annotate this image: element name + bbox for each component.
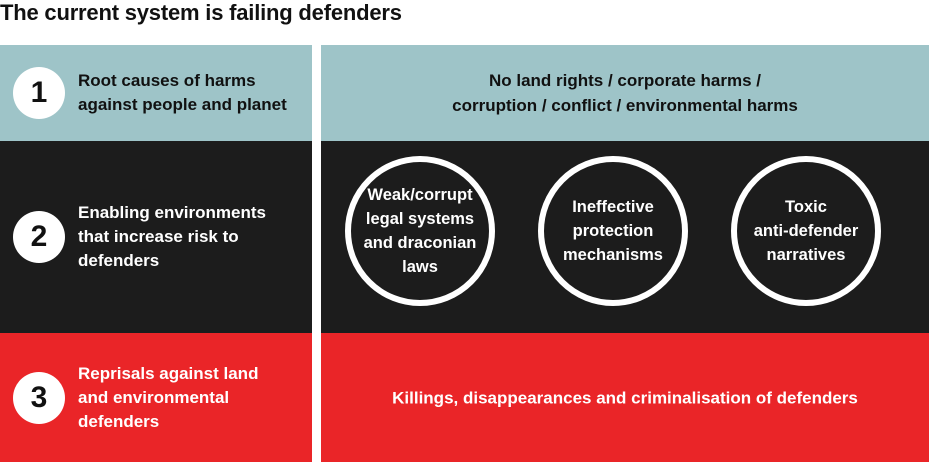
- row-root-causes: 1 Root causes of harms against people an…: [0, 45, 929, 141]
- circle-protection-mechanisms: Ineffective protection mechanisms: [538, 156, 688, 306]
- row-enabling-environments: 2 Enabling environments that increase ri…: [0, 141, 929, 333]
- row-3-left-panel: 3 Reprisals against land and environment…: [0, 333, 312, 462]
- row-2-left-panel: 2 Enabling environments that increase ri…: [0, 141, 312, 333]
- row-3-right-panel: Killings, disappearances and criminalisa…: [321, 333, 929, 462]
- row-2-right-panel: Weak/corrupt legal systems and draconian…: [321, 141, 929, 333]
- row-2-label: Enabling environments that increase risk…: [78, 203, 266, 270]
- step-number-1-badge: 1: [13, 67, 65, 119]
- circle-protection-mechanisms-text: Ineffective protection mechanisms: [563, 198, 663, 264]
- circle-toxic-narratives: Toxic anti-defender narratives: [731, 156, 881, 306]
- circle-legal-systems-text: Weak/corrupt legal systems and draconian…: [363, 186, 477, 276]
- row-reprisals: 3 Reprisals against land and environment…: [0, 333, 929, 462]
- row-3-detail: Killings, disappearances and criminalisa…: [392, 388, 858, 407]
- step-number-3-badge: 3: [13, 371, 65, 424]
- diagram-title: The current system is failing defenders: [0, 0, 402, 25]
- row-1-right-panel: No land rights / corporate harms / corru…: [321, 45, 929, 141]
- row-3-label: Reprisals against land and environmental…: [78, 363, 259, 431]
- row-1-label: Root causes of harms against people and …: [78, 71, 287, 114]
- row-1-detail: No land rights / corporate harms / corru…: [452, 71, 798, 115]
- circle-toxic-narratives-text: Toxic anti-defender narratives: [753, 198, 859, 264]
- row-1-left-panel: 1 Root causes of harms against people an…: [0, 45, 312, 141]
- step-number-2-badge: 2: [13, 211, 65, 263]
- circle-legal-systems: Weak/corrupt legal systems and draconian…: [345, 156, 495, 306]
